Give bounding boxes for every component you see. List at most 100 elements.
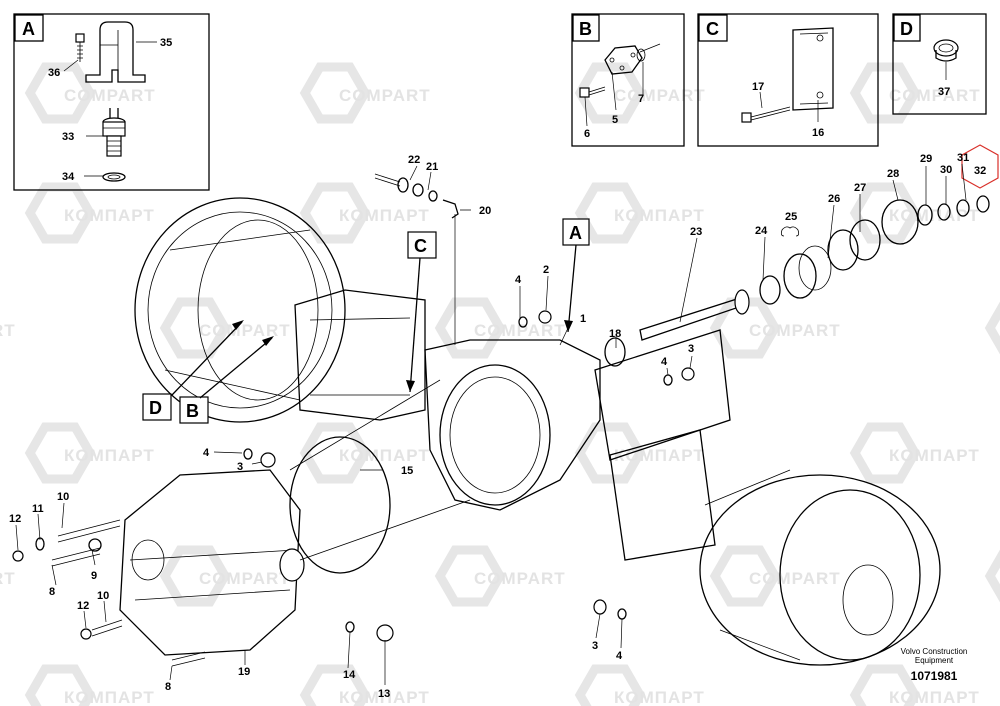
watermark-text: COMPART bbox=[749, 321, 841, 340]
callout-3-bottom: 3 bbox=[592, 640, 598, 652]
callout-36: 36 bbox=[48, 67, 60, 79]
watermark-text: КОМПАРТ bbox=[614, 688, 705, 706]
detail-box-c-letter: C bbox=[706, 19, 719, 39]
callout-25: 25 bbox=[785, 211, 797, 223]
watermark-hexagon bbox=[849, 422, 921, 484]
watermark-text: COMPART bbox=[474, 321, 566, 340]
watermark-text: COMPART bbox=[614, 86, 706, 105]
detail-box-a: A 35 36 33 34 bbox=[13, 13, 210, 191]
detail-box-d-letter: D bbox=[900, 19, 913, 39]
callout-33: 33 bbox=[62, 131, 74, 143]
callout-26: 26 bbox=[828, 193, 840, 205]
callout-21: 21 bbox=[426, 161, 438, 173]
differential-carrier bbox=[119, 379, 471, 656]
callout-2: 2 bbox=[543, 264, 549, 276]
watermark-hexagon bbox=[984, 301, 1000, 355]
watermark-hexagon bbox=[434, 545, 506, 607]
watermark-text: КОМПАРТ bbox=[339, 688, 430, 706]
view-marker-c: C bbox=[414, 236, 427, 256]
callout-14: 14 bbox=[343, 669, 356, 681]
watermark-hexagon bbox=[849, 182, 921, 244]
axle-housing bbox=[134, 197, 941, 666]
detail-box-d: D 37 bbox=[892, 13, 987, 115]
watermark-text: КОМПАРТ bbox=[64, 206, 155, 225]
watermark-hexagon bbox=[24, 422, 96, 484]
callout-31: 31 bbox=[957, 152, 969, 164]
callout-17: 17 bbox=[752, 81, 764, 93]
watermark-hexagon bbox=[24, 62, 96, 124]
detail-box-b-letter: B bbox=[579, 19, 592, 39]
callout-12-top: 12 bbox=[9, 513, 21, 525]
callout-4-bottom: 4 bbox=[616, 650, 623, 662]
breather-fittings bbox=[374, 173, 459, 345]
callout-12-bottom: 12 bbox=[77, 600, 89, 612]
watermark-text: КОМПАРТ bbox=[614, 446, 705, 465]
view-marker-b: B bbox=[186, 401, 199, 421]
watermark-text: COMPART bbox=[0, 569, 16, 588]
watermark-text: COMPART bbox=[474, 569, 566, 588]
view-markers: A C D B bbox=[142, 218, 590, 424]
watermark-text: КОМПАРТ bbox=[889, 688, 980, 706]
watermark-text: COMPART bbox=[749, 569, 841, 588]
watermark-hexagon bbox=[709, 297, 781, 359]
watermark-text: COMPART bbox=[199, 321, 291, 340]
detail-box-c: C 17 16 bbox=[697, 13, 879, 147]
watermark-hexagon bbox=[574, 422, 646, 484]
watermark-hexagon bbox=[574, 664, 646, 706]
credit-line-2: Equipment bbox=[915, 656, 954, 665]
callout-10-bottom: 10 bbox=[97, 590, 109, 602]
watermark-text: КОМПАРТ bbox=[64, 688, 155, 706]
watermark-layer: COMPART COMPART COMPART COMPART COMPART COMPA… bbox=[0, 62, 1000, 706]
credit-block: Volvo Construction Equipment 1071981 bbox=[901, 647, 968, 683]
callout-7: 7 bbox=[638, 93, 644, 105]
watermark-text: COMPART bbox=[0, 321, 16, 340]
detail-box-b: B 7 6 5 bbox=[571, 13, 685, 147]
watermark-hexagon bbox=[24, 182, 96, 244]
watermark-hexagon bbox=[299, 422, 371, 484]
callout-22: 22 bbox=[408, 154, 420, 166]
callout-8-bottom: 8 bbox=[165, 681, 171, 693]
callout-4-top: 4 bbox=[515, 274, 522, 286]
callout-5: 5 bbox=[612, 114, 618, 126]
callout-24: 24 bbox=[755, 225, 768, 237]
callout-20: 20 bbox=[479, 205, 491, 217]
callout-16: 16 bbox=[812, 127, 824, 139]
watermark-hexagon bbox=[849, 664, 921, 706]
callout-1: 1 bbox=[580, 313, 586, 325]
watermark-hexagon bbox=[574, 182, 646, 244]
callout-13: 13 bbox=[378, 688, 390, 700]
callouts: 1 2 3 3 3 4 4 4 4 8 8 9 10 10 11 12 12 1… bbox=[9, 152, 986, 700]
watermark-text: COMPART bbox=[64, 86, 156, 105]
callout-18: 18 bbox=[609, 328, 621, 340]
credit-line-1: Volvo Construction bbox=[901, 647, 968, 656]
watermark-hexagon bbox=[299, 664, 371, 706]
callout-3-right: 3 bbox=[688, 343, 694, 355]
callout-30: 30 bbox=[940, 164, 952, 176]
callout-32: 32 bbox=[974, 165, 986, 177]
callout-10-top: 10 bbox=[57, 491, 69, 503]
callout-15: 15 bbox=[401, 465, 413, 477]
callout-8-left: 8 bbox=[49, 586, 55, 598]
callout-29: 29 bbox=[920, 153, 932, 165]
callout-28: 28 bbox=[887, 168, 899, 180]
fasteners bbox=[12, 310, 695, 667]
watermark-hexagon bbox=[849, 62, 921, 124]
callout-19: 19 bbox=[238, 666, 250, 678]
leader-lines bbox=[15, 163, 967, 685]
callout-23: 23 bbox=[690, 226, 702, 238]
detail-box-a-letter: A bbox=[22, 19, 35, 39]
document-number: 1071981 bbox=[911, 669, 958, 683]
watermark-hexagon bbox=[299, 62, 371, 124]
watermark-text: КОМПАРТ bbox=[889, 206, 980, 225]
watermark-text: КОМПАРТ bbox=[889, 446, 980, 465]
watermark-text: КОМПАРТ bbox=[339, 446, 430, 465]
callout-11: 11 bbox=[32, 503, 44, 515]
callout-4-left: 4 bbox=[203, 447, 210, 459]
callout-3-left: 3 bbox=[237, 461, 243, 473]
watermark-hexagon bbox=[984, 549, 1000, 603]
drive-shaft-assembly bbox=[604, 144, 999, 367]
watermark-hexagon bbox=[159, 545, 231, 607]
watermark-text: КОМПАРТ bbox=[614, 206, 705, 225]
callout-37: 37 bbox=[938, 86, 950, 98]
